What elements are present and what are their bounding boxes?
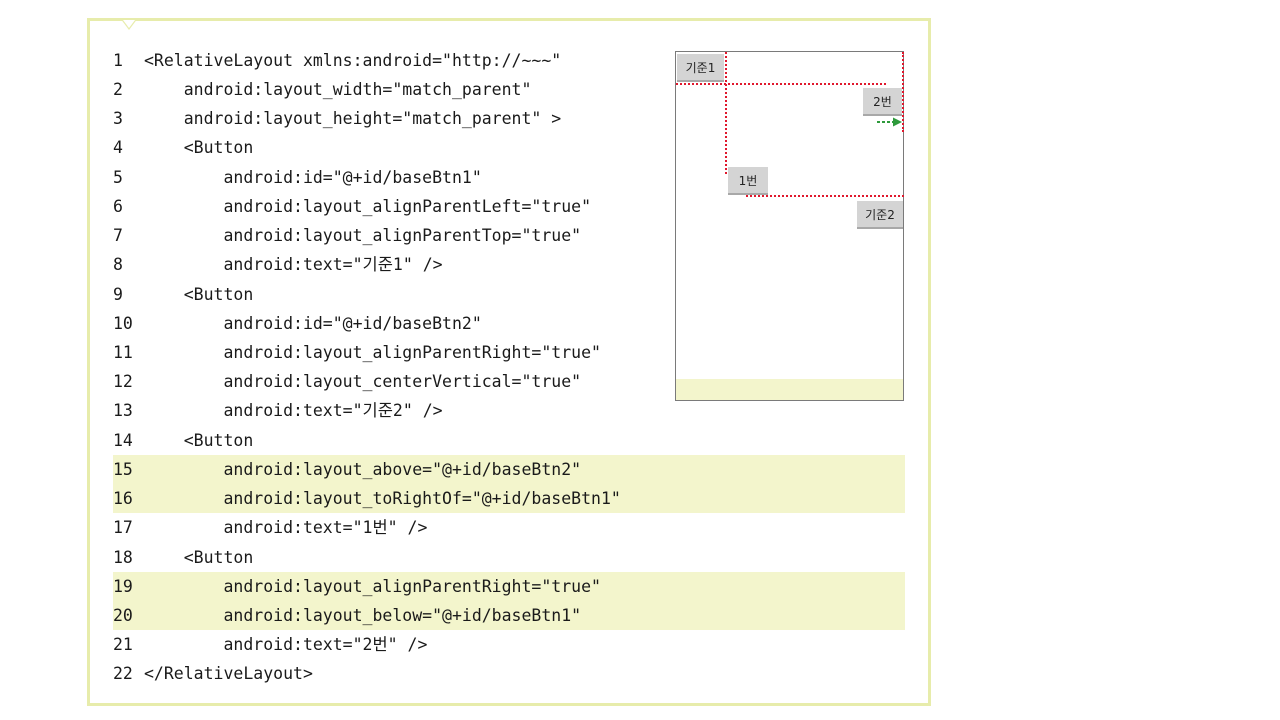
code-text: </RelativeLayout> — [144, 664, 313, 683]
code-text: <Button — [144, 138, 254, 157]
code-text: android:layout_above="@+id/baseBtn2" — [144, 460, 582, 479]
code-text: android:layout_centerVertical="true" — [144, 372, 582, 391]
panel-notch-inner — [123, 20, 135, 28]
line-number: 16 — [113, 489, 133, 508]
line-number: 7 — [113, 226, 123, 245]
code-text: android:text="1번" /> — [144, 518, 428, 537]
guide-line-base1-bottom — [676, 83, 886, 85]
guide-line-parent-right — [902, 52, 904, 132]
highlight-lines-19-20 — [113, 572, 905, 630]
code-text: android:id="@+id/baseBtn2" — [144, 314, 482, 333]
preview-button-1: 1번 — [728, 167, 768, 195]
code-line: 5 android:id="@+id/baseBtn1" — [113, 163, 482, 192]
line-number: 19 — [113, 577, 133, 596]
line-number: 9 — [113, 285, 123, 304]
code-text: android:text="2번" /> — [144, 635, 428, 654]
line-number: 14 — [113, 431, 133, 450]
code-line: 10 android:id="@+id/baseBtn2" — [113, 309, 482, 338]
code-text: android:text="기준2" /> — [144, 401, 443, 420]
code-text: android:layout_alignParentRight="true" — [144, 343, 601, 362]
code-line: 21 android:text="2번" /> — [113, 630, 427, 659]
line-number: 20 — [113, 606, 133, 625]
line-number: 12 — [113, 372, 133, 391]
preview-bottom-bar — [676, 379, 903, 400]
code-text: android:layout_alignParentLeft="true" — [144, 197, 592, 216]
line-number: 18 — [113, 548, 133, 567]
code-line: 18 <Button — [113, 543, 253, 572]
code-text: <Button — [144, 285, 254, 304]
code-line: 9 <Button — [113, 280, 253, 309]
code-line: 19 android:layout_alignParentRight="true… — [113, 572, 601, 601]
code-text: android:id="@+id/baseBtn1" — [144, 168, 482, 187]
line-number: 17 — [113, 518, 133, 537]
code-line: 17 android:text="1번" /> — [113, 513, 427, 542]
preview-button-base1: 기준1 — [677, 54, 724, 82]
guide-line-base2-top — [746, 195, 904, 197]
line-number: 21 — [113, 635, 133, 654]
line-number: 5 — [113, 168, 123, 187]
highlight-lines-15-16 — [113, 455, 905, 513]
code-line: 2 android:layout_width="match_parent" — [113, 75, 531, 104]
preview-button-2: 2번 — [863, 88, 902, 116]
line-number: 22 — [113, 664, 133, 683]
line-number: 15 — [113, 460, 133, 479]
line-number: 2 — [113, 80, 123, 99]
code-line: 7 android:layout_alignParentTop="true" — [113, 221, 581, 250]
code-line: 20 android:layout_below="@+id/baseBtn1" — [113, 601, 581, 630]
code-text: android:text="기준1" /> — [144, 255, 443, 274]
code-line: 12 android:layout_centerVertical="true" — [113, 367, 581, 396]
code-line: 8 android:text="기준1" /> — [113, 250, 443, 279]
layout-preview: 기준1 2번 1번 기준2 — [675, 51, 904, 401]
code-text: android:layout_height="match_parent" > — [144, 109, 562, 128]
code-line: 11 android:layout_alignParentRight="true… — [113, 338, 601, 367]
code-text: android:layout_alignParentRight="true" — [144, 577, 601, 596]
code-line: 4 <Button — [113, 133, 253, 162]
code-text: android:layout_below="@+id/baseBtn1" — [144, 606, 582, 625]
line-number: 3 — [113, 109, 123, 128]
preview-button-base2: 기준2 — [857, 201, 903, 229]
code-line: 3 android:layout_height="match_parent" > — [113, 104, 561, 133]
code-text: <Button — [144, 431, 254, 450]
code-line: 22 </RelativeLayout> — [113, 659, 313, 688]
code-text: android:layout_alignParentTop="true" — [144, 226, 582, 245]
line-number: 6 — [113, 197, 123, 216]
code-line: 15 android:layout_above="@+id/baseBtn2" — [113, 455, 581, 484]
line-number: 13 — [113, 401, 133, 420]
code-text: android:layout_toRightOf="@+id/baseBtn1" — [144, 489, 621, 508]
code-line: 16 android:layout_toRightOf="@+id/baseBt… — [113, 484, 621, 513]
line-number: 10 — [113, 314, 133, 333]
code-text: <RelativeLayout xmlns:android="http://~~… — [144, 51, 562, 70]
code-text: <Button — [144, 548, 254, 567]
line-number: 11 — [113, 343, 133, 362]
guide-line-base1-right — [725, 52, 727, 174]
code-line: 6 android:layout_alignParentLeft="true" — [113, 192, 591, 221]
line-number: 1 — [113, 51, 123, 70]
code-line: 1 <RelativeLayout xmlns:android="http://~… — [113, 46, 561, 75]
line-number: 4 — [113, 138, 123, 157]
align-right-arrow-icon — [877, 117, 902, 127]
code-text: android:layout_width="match_parent" — [144, 80, 532, 99]
code-line: 13 android:text="기준2" /> — [113, 396, 443, 425]
line-number: 8 — [113, 255, 123, 274]
code-line: 14 <Button — [113, 426, 253, 455]
